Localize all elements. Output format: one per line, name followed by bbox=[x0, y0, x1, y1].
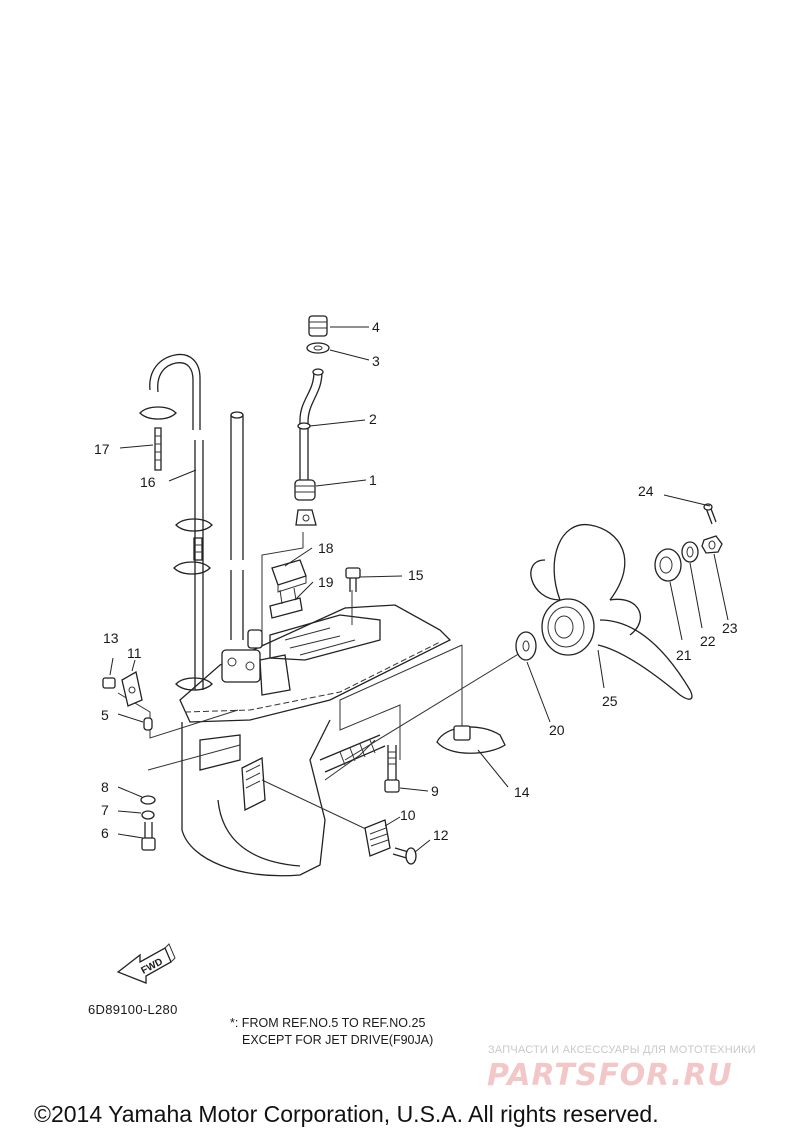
callout-25: 25 bbox=[602, 693, 618, 709]
callout-7: 7 bbox=[101, 802, 109, 818]
callout-20: 20 bbox=[549, 722, 565, 738]
callout-18: 18 bbox=[318, 540, 334, 556]
propeller-part-25 bbox=[530, 524, 693, 700]
watermark-logo: PARTSFOR.RU bbox=[487, 1058, 733, 1093]
callout-13: 13 bbox=[103, 630, 119, 646]
callout-10: 10 bbox=[400, 807, 416, 823]
screw-part-12 bbox=[392, 847, 417, 865]
watermark-tagline: ЗАПЧАСТИ И АКСЕССУАРЫ ДЛЯ МОТОТЕХНИКИ bbox=[488, 1044, 756, 1056]
callout-9: 9 bbox=[431, 783, 439, 799]
callout-1: 1 bbox=[369, 472, 377, 488]
fitting-part-17 bbox=[154, 427, 203, 561]
washer-part-22 bbox=[681, 541, 699, 563]
footnote-line-1: *: FROM REF.NO.5 TO REF.NO.25 bbox=[230, 1016, 426, 1030]
callout-21: 21 bbox=[676, 647, 692, 663]
washer-part-8 bbox=[140, 795, 156, 805]
dowel-part-5 bbox=[143, 717, 153, 731]
bolt-part-9 bbox=[384, 745, 400, 793]
callout-22: 22 bbox=[700, 633, 716, 649]
nut-part-23 bbox=[701, 535, 723, 554]
callout-16: 16 bbox=[140, 474, 156, 490]
callout-8: 8 bbox=[101, 779, 109, 795]
callout-labels: 1 2 3 4 5 6 7 8 9 10 11 12 13 14 15 16 1… bbox=[94, 319, 738, 843]
callout-2: 2 bbox=[369, 411, 377, 427]
callout-12: 12 bbox=[433, 827, 449, 843]
leader-lines bbox=[109, 326, 729, 853]
callout-5: 5 bbox=[101, 707, 109, 723]
plate-part-11 bbox=[121, 670, 143, 707]
grommet-part-4 bbox=[308, 315, 328, 337]
water-hose-part-16 bbox=[149, 353, 204, 690]
bolt-part-6 bbox=[141, 822, 156, 851]
anode-part-14 bbox=[436, 725, 506, 754]
callout-3: 3 bbox=[372, 353, 380, 369]
bolt-part-15 bbox=[345, 567, 361, 592]
callout-14: 14 bbox=[514, 784, 530, 800]
callout-15: 15 bbox=[408, 567, 424, 583]
diagram-code: 6D89100-L280 bbox=[88, 1002, 178, 1017]
hose-clips bbox=[139, 406, 213, 691]
spacer-part-21 bbox=[654, 548, 682, 582]
drive-shaft-tube bbox=[230, 411, 244, 640]
callout-4: 4 bbox=[372, 319, 380, 335]
bolt-part-13 bbox=[102, 677, 116, 689]
cotter-pin-part-24 bbox=[703, 503, 717, 525]
fwd-arrow-icon: FWD bbox=[116, 943, 176, 984]
bracket-part-19 bbox=[269, 587, 303, 619]
washer-part-7 bbox=[141, 810, 155, 820]
plate-part-18 bbox=[271, 559, 307, 593]
callout-19: 19 bbox=[318, 574, 334, 590]
lower-casing bbox=[179, 604, 452, 877]
callout-23: 23 bbox=[722, 620, 738, 636]
copyright-notice: ©2014 Yamaha Motor Corporation, U.S.A. A… bbox=[34, 1101, 659, 1127]
callout-6: 6 bbox=[101, 825, 109, 841]
thrust-washer-part-20 bbox=[515, 631, 537, 661]
callout-17: 17 bbox=[94, 441, 110, 457]
washer-part-3 bbox=[306, 342, 330, 354]
callout-11: 11 bbox=[127, 645, 142, 661]
cover-part-10 bbox=[364, 819, 391, 857]
tube-guide bbox=[295, 509, 317, 526]
footnote-line-2: EXCEPT FOR JET DRIVE(F90JA) bbox=[242, 1033, 434, 1047]
callout-24: 24 bbox=[638, 483, 654, 499]
grommet-part-1 bbox=[294, 479, 316, 501]
